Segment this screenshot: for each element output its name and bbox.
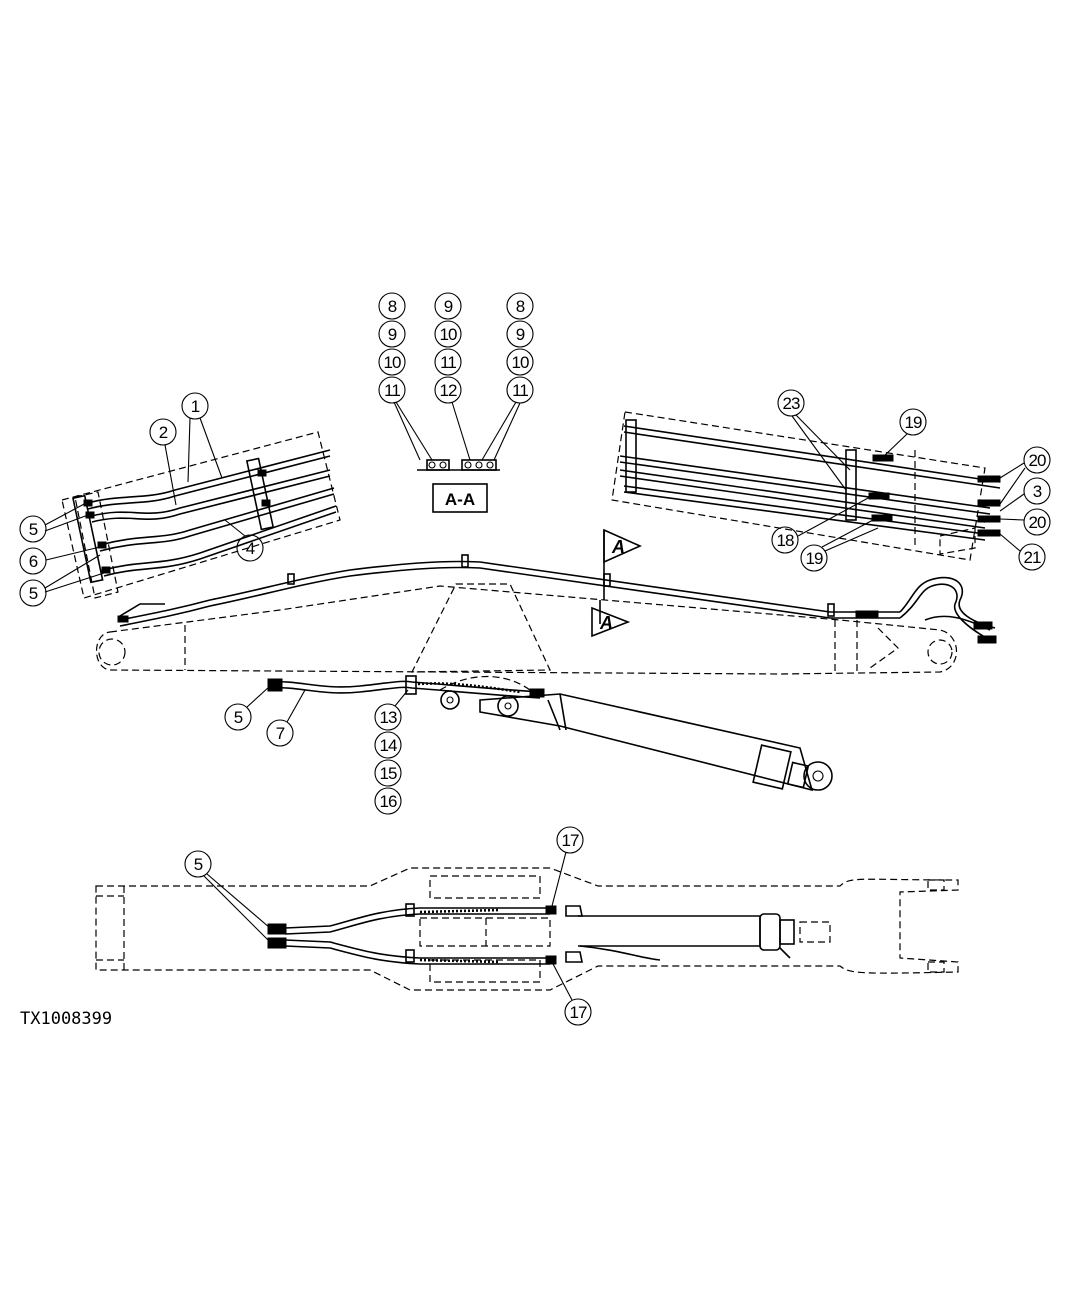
callout: 23: [783, 394, 800, 413]
callout: 10: [440, 325, 457, 344]
callout: 10: [512, 353, 529, 372]
callout: 20: [1029, 451, 1046, 470]
callout: 9: [516, 325, 525, 344]
section-label: A-A: [445, 490, 475, 509]
callout: 16: [380, 792, 397, 811]
view-arrow-label: A: [599, 613, 613, 633]
section-a-a: 8 9 10 11 9 10 11 12 8 9 10 11: [378, 292, 534, 513]
boom-side-view: A A 5 7 13 14 15 16: [96, 528, 997, 815]
callout: 2: [159, 423, 168, 442]
callout: 10: [384, 353, 401, 372]
section-callouts-left: 8 9 10 11: [378, 292, 406, 404]
callout: 1: [191, 397, 200, 416]
callout: 4: [246, 539, 255, 558]
callout: 11: [384, 381, 400, 400]
callout: 3: [1033, 482, 1042, 501]
callout: 11: [440, 353, 456, 372]
view-arrow-label: A: [611, 537, 625, 557]
callout: 11: [512, 381, 528, 400]
callout: 5: [29, 520, 38, 539]
callout: 15: [380, 764, 397, 783]
callout: 8: [516, 297, 525, 316]
left-pipe-detail: 1 2 5 6 5 4: [19, 392, 341, 607]
callout: 9: [388, 325, 397, 344]
callout: 17: [570, 1003, 587, 1022]
callout: 14: [380, 736, 397, 755]
callout: 12: [440, 381, 457, 400]
callout: 21: [1024, 548, 1041, 567]
callout: 5: [194, 855, 203, 874]
callout: 18: [777, 531, 794, 550]
callout: 19: [806, 549, 823, 568]
callout: 5: [29, 584, 38, 603]
right-pipe-detail: 23 19 20 3 20 21 18 19: [611, 389, 1051, 572]
callout: 9: [444, 297, 453, 316]
callout: 6: [29, 552, 38, 571]
boom-top-view: 5 17 17: [95, 826, 959, 1026]
callout: 13: [380, 708, 397, 727]
section-callouts-middle: 9 10 11 12: [434, 292, 462, 404]
figure-id: TX1008399: [20, 1009, 112, 1029]
callout: 20: [1029, 513, 1046, 532]
section-callouts-right: 8 9 10 11: [506, 292, 534, 404]
callout: 19: [905, 413, 922, 432]
section-clamp-blocks: [417, 459, 500, 471]
callout: 7: [276, 724, 285, 743]
callout: 5: [234, 708, 243, 727]
callout: 17: [562, 831, 579, 850]
callout: 8: [388, 297, 397, 316]
